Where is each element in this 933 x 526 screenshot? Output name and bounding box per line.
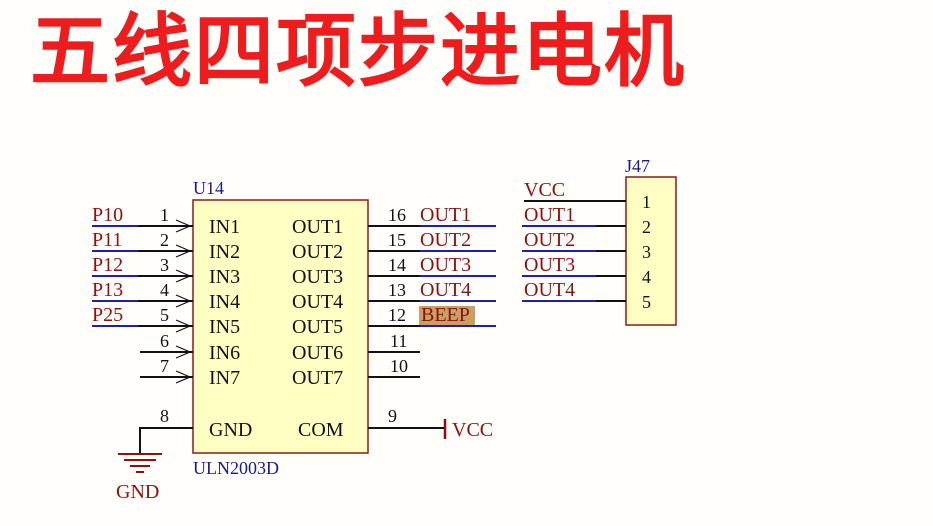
connector-net-label: OUT3 <box>524 254 575 276</box>
input-pin-number: 4 <box>160 280 169 300</box>
input-net-label: P25 <box>92 304 123 326</box>
input-pin-name: IN1 <box>209 216 240 238</box>
input-pin-name: IN5 <box>209 316 240 338</box>
connector-pin-4: OUT3 4 <box>522 254 651 287</box>
buffer-arrow-icon <box>175 319 192 333</box>
gnd-pin-number: 8 <box>160 406 169 426</box>
connector-pin-3: OUT2 3 <box>522 229 651 262</box>
input-pin-name: IN3 <box>209 266 240 288</box>
connector-net-label: OUT2 <box>524 229 575 251</box>
buffer-arrow-icon <box>175 294 192 308</box>
output-net-label: BEEP <box>421 304 470 326</box>
output-net-label: OUT2 <box>420 229 471 251</box>
gnd-wire <box>139 427 193 454</box>
connector-pin-2: OUT1 2 <box>522 204 651 237</box>
input-pin-name: IN4 <box>209 291 240 313</box>
buffer-arrow-icon <box>175 244 192 258</box>
output-pin-name: OUT1 <box>292 216 343 238</box>
connector-pin-number: 1 <box>642 192 651 212</box>
connector-pin-number: 4 <box>642 267 651 287</box>
j47-body[interactable] <box>625 176 677 326</box>
connector-net-label: VCC <box>524 179 565 201</box>
connector-net-label: OUT1 <box>524 204 575 226</box>
input-net-label: P13 <box>92 279 123 301</box>
gnd-net-label: GND <box>116 481 159 503</box>
input-pin-number: 7 <box>160 356 169 376</box>
output-pin-11: OUT6 11 <box>292 331 420 364</box>
connector-pin-number: 3 <box>642 242 651 262</box>
gnd-pin-name: GND <box>209 419 252 441</box>
input-pin-name: IN6 <box>209 342 240 364</box>
output-pin-number: 14 <box>388 255 406 275</box>
input-pin-name: IN2 <box>209 241 240 263</box>
u14-body[interactable] <box>192 199 369 454</box>
output-pin-name: OUT3 <box>292 266 343 288</box>
input-net-label: P12 <box>92 254 123 276</box>
input-pin-number: 6 <box>160 331 169 351</box>
input-pin-number: 3 <box>160 255 169 275</box>
output-pin-13: OUT4 13 OUT4 <box>292 279 496 313</box>
buffer-arrow-icon <box>175 370 192 384</box>
input-pins: P10 1 IN1 P11 2 IN2 P12 3 IN3 P13 4 IN4 <box>92 204 240 389</box>
com-pin: 9 COM VCC <box>298 406 493 441</box>
output-pin-number: 15 <box>388 230 406 250</box>
ground-icon <box>118 453 162 473</box>
beep-highlight <box>419 306 475 325</box>
connector-pin-number: 2 <box>642 217 651 237</box>
com-net-label: VCC <box>452 419 493 441</box>
buffer-arrow-icon <box>175 345 192 359</box>
input-pin-number: 2 <box>160 230 169 250</box>
output-pin-16: OUT1 16 OUT1 <box>292 204 496 238</box>
output-pin-number: 12 <box>388 305 406 325</box>
input-pin-5: P25 5 IN5 <box>92 304 240 338</box>
input-pin-3: P12 3 IN3 <box>92 254 240 288</box>
com-pin-number: 9 <box>388 406 397 426</box>
gnd-pin: 8 GND GND <box>116 406 252 503</box>
connector-pins: VCC 1 OUT1 2 OUT2 3 OUT3 4 OUT4 5 <box>522 179 651 312</box>
input-pin-4: P13 4 IN4 <box>92 279 240 313</box>
output-pin-10: OUT7 10 <box>292 356 420 389</box>
input-net-label: P10 <box>92 204 123 226</box>
page-title: 五线四项步进电机 <box>30 5 686 98</box>
output-pin-name: OUT5 <box>292 316 343 338</box>
output-net-label: OUT1 <box>420 204 471 226</box>
com-pin-name: COM <box>298 419 344 441</box>
connector-pin-number: 5 <box>642 292 651 312</box>
connector-net-label: OUT4 <box>524 279 575 301</box>
input-net-label: P11 <box>92 229 122 251</box>
buffer-arrow-icon <box>175 219 192 233</box>
input-pin-number: 5 <box>160 305 169 325</box>
output-pin-name: OUT4 <box>292 291 343 313</box>
connector-pin-5: OUT4 5 <box>522 279 651 312</box>
output-pin-name: OUT7 <box>292 367 343 389</box>
output-pin-14: OUT3 14 OUT3 <box>292 254 496 288</box>
output-pin-15: OUT2 15 OUT2 <box>292 229 496 263</box>
output-pin-number: 10 <box>390 356 408 376</box>
buffer-arrow-icon <box>175 269 192 283</box>
output-pin-number: 11 <box>390 331 407 351</box>
output-pin-number: 16 <box>388 205 406 225</box>
connector-pin-1: VCC 1 <box>524 179 651 212</box>
output-pin-name: OUT6 <box>292 342 343 364</box>
input-pin-number: 1 <box>160 205 169 225</box>
output-pin-number: 13 <box>388 280 406 300</box>
output-net-label: OUT3 <box>420 254 471 276</box>
input-pin-7: 7 IN7 <box>140 356 240 389</box>
output-pin-name: OUT2 <box>292 241 343 263</box>
output-pins: OUT1 16 OUT1 OUT2 15 OUT2 OUT3 14 OUT3 O… <box>292 204 496 389</box>
input-pin-6: 6 IN6 <box>140 331 240 364</box>
output-pin-12: OUT5 12 BEEP <box>292 304 496 338</box>
input-pin-2: P11 2 IN2 <box>92 229 240 263</box>
j47-ref: J47 <box>625 156 650 176</box>
input-pin-name: IN7 <box>209 367 240 389</box>
u14-part: ULN2003D <box>193 458 279 478</box>
output-net-label: OUT4 <box>420 279 471 301</box>
u14-ref: U14 <box>193 178 224 198</box>
input-pin-1: P10 1 IN1 <box>92 204 240 238</box>
